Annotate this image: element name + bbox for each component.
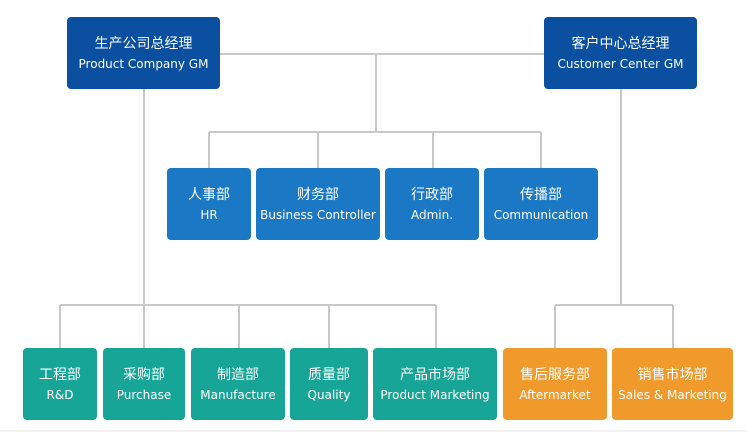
- box-title-en: Communication: [493, 207, 589, 222]
- box-title-zh: 人事部: [188, 186, 230, 203]
- sales-marketing-dept-box: 销售市场部 Sales & Marketing: [612, 348, 733, 420]
- customer-center-gm-box: 客户中心总经理 Customer Center GM: [544, 17, 697, 89]
- box-title-en: Purchase: [116, 387, 172, 402]
- finance-dept-box: 财务部 Business Controller: [256, 168, 380, 240]
- box-title-zh: 行政部: [411, 186, 453, 203]
- box-title-en: Product Company GM: [78, 56, 209, 71]
- quality-dept-box: 质量部 Quality: [290, 348, 368, 420]
- box-title-zh: 售后服务部: [520, 366, 590, 383]
- product-company-gm-box: 生产公司总经理 Product Company GM: [67, 17, 220, 89]
- box-title-zh: 生产公司总经理: [94, 35, 193, 52]
- communication-dept-box: 传播部 Communication: [484, 168, 598, 240]
- box-title-zh: 销售市场部: [637, 366, 708, 383]
- box-title-zh: 客户中心总经理: [571, 35, 670, 52]
- hr-dept-box: 人事部 HR: [167, 168, 251, 240]
- box-title-en: Product Marketing: [380, 387, 490, 402]
- box-title-en: HR: [200, 207, 218, 222]
- rnd-dept-box: 工程部 R&D: [23, 348, 97, 420]
- product-marketing-dept-box: 产品市场部 Product Marketing: [373, 348, 497, 420]
- box-title-en: R&D: [46, 387, 74, 402]
- box-title-zh: 财务部: [297, 186, 339, 203]
- box-title-zh: 采购部: [123, 366, 165, 383]
- box-title-en: Aftermarket: [519, 387, 591, 402]
- box-title-en: Manufacture: [200, 387, 276, 402]
- box-title-zh: 工程部: [39, 366, 81, 383]
- purchase-dept-box: 采购部 Purchase: [103, 348, 185, 420]
- box-title-en: Admin.: [410, 207, 454, 222]
- manufacture-dept-box: 制造部 Manufacture: [191, 348, 285, 420]
- box-title-en: Business Controller: [260, 207, 376, 222]
- box-title-en: Quality: [307, 387, 351, 402]
- box-title-zh: 传播部: [520, 186, 562, 203]
- admin-dept-box: 行政部 Admin.: [385, 168, 479, 240]
- box-title-en: Sales & Marketing: [618, 387, 727, 402]
- box-title-zh: 产品市场部: [400, 366, 470, 383]
- box-title-zh: 质量部: [308, 366, 350, 383]
- aftermarket-dept-box: 售后服务部 Aftermarket: [503, 348, 607, 420]
- box-title-en: Customer Center GM: [557, 56, 684, 71]
- box-title-zh: 制造部: [217, 366, 259, 383]
